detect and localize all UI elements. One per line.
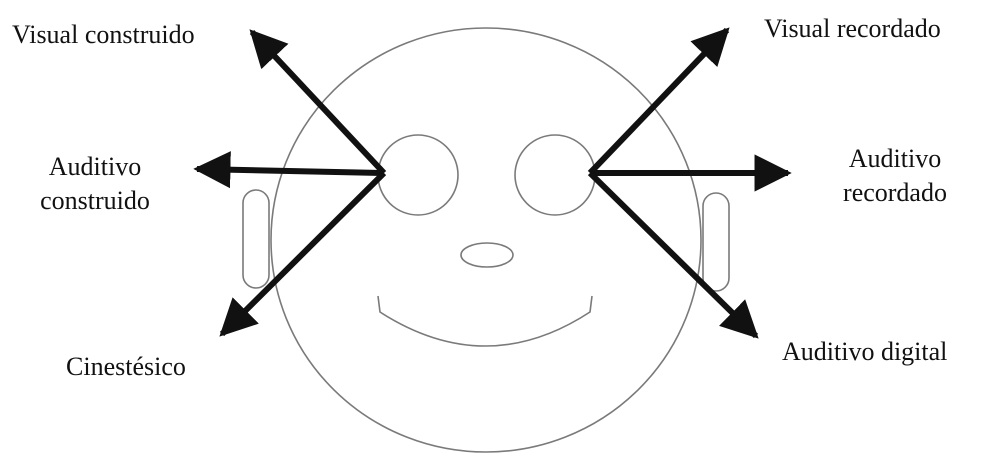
- mouth: [378, 296, 592, 346]
- face-outline: [271, 28, 701, 452]
- arrow-visual-recordado: [590, 30, 727, 173]
- arrow-auditivo-construido: [197, 169, 384, 173]
- label-cinestesico: Cinestésico: [66, 350, 186, 384]
- label-auditivo-recordado: Auditivo recordado: [815, 142, 975, 210]
- label-auditivo-construido: Auditivo construido: [22, 150, 168, 218]
- left-eye: [378, 135, 458, 215]
- arrow-cinestesico: [222, 173, 384, 334]
- right-eye: [515, 135, 595, 215]
- label-visual-recordado: Visual recordado: [764, 12, 941, 46]
- nose: [461, 243, 513, 267]
- label-auditivo-construido-line2: construido: [22, 184, 168, 218]
- arrow-auditivo-digital: [590, 173, 756, 336]
- left-eye-arrows: [197, 32, 384, 334]
- label-visual-construido: Visual construido: [12, 18, 195, 52]
- arrow-visual-construido: [252, 32, 384, 173]
- label-auditivo-construido-line1: Auditivo: [22, 150, 168, 184]
- left-ear: [243, 190, 269, 288]
- label-auditivo-recordado-line2: recordado: [815, 176, 975, 210]
- label-auditivo-digital: Auditivo digital: [782, 335, 947, 369]
- right-eye-arrows: [590, 30, 788, 336]
- label-auditivo-recordado-line1: Auditivo: [815, 142, 975, 176]
- right-ear: [703, 193, 729, 291]
